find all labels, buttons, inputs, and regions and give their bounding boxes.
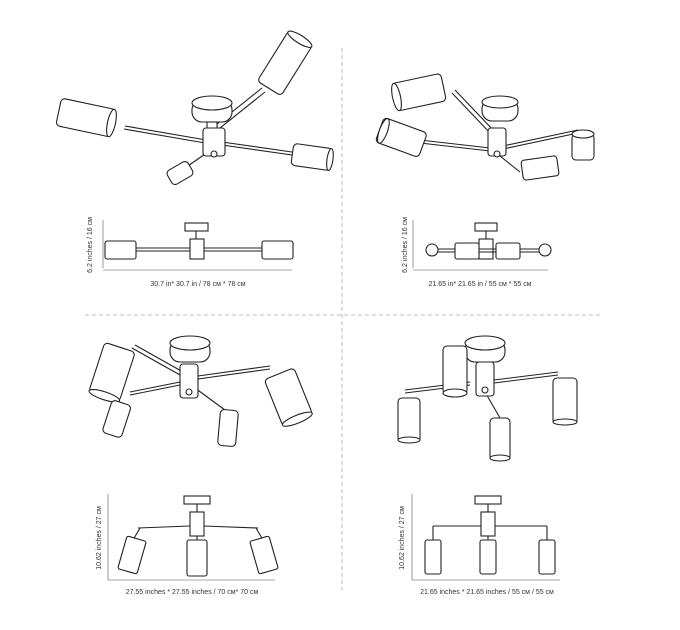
panel-3-height-label: 10.62 inches / 27 см (96, 506, 103, 570)
panel-2-front-view (425, 222, 552, 260)
panel-4-width-label: 21.65 inches * 21.65 inches / 55 см / 55… (420, 589, 554, 596)
panel-3-dimensions (107, 494, 275, 581)
panel-4-height-label: 10.62 inches / 27 см (399, 506, 406, 570)
panel-3-width-label: 27.55 inches * 27.55 inches / 70 см* 70 … (126, 589, 259, 596)
panel-1-dimensions (102, 220, 292, 271)
panel-1-perspective (55, 30, 334, 186)
panel-4-front-view (424, 495, 556, 575)
panel-1-front-view (104, 222, 294, 260)
panel-2-width-label: 21.65 in* 21.65 in / 55 см * 55 см (428, 281, 531, 288)
panel-2-dimensions (412, 220, 548, 271)
panel-1-width-label: 30.7 in* 30.7 in / 78 см * 78 см (150, 281, 245, 288)
panel-4-dimensions (411, 494, 560, 581)
panel-4-perspective (397, 335, 578, 462)
panel-1-height-label: 6.2 inches / 16 см (87, 217, 94, 273)
panel-3-front-view (117, 495, 279, 577)
panel-2-height-label: 6.2 inches / 16 см (402, 217, 409, 273)
panel-3-perspective (88, 335, 313, 447)
panel-2-perspective (375, 73, 595, 181)
